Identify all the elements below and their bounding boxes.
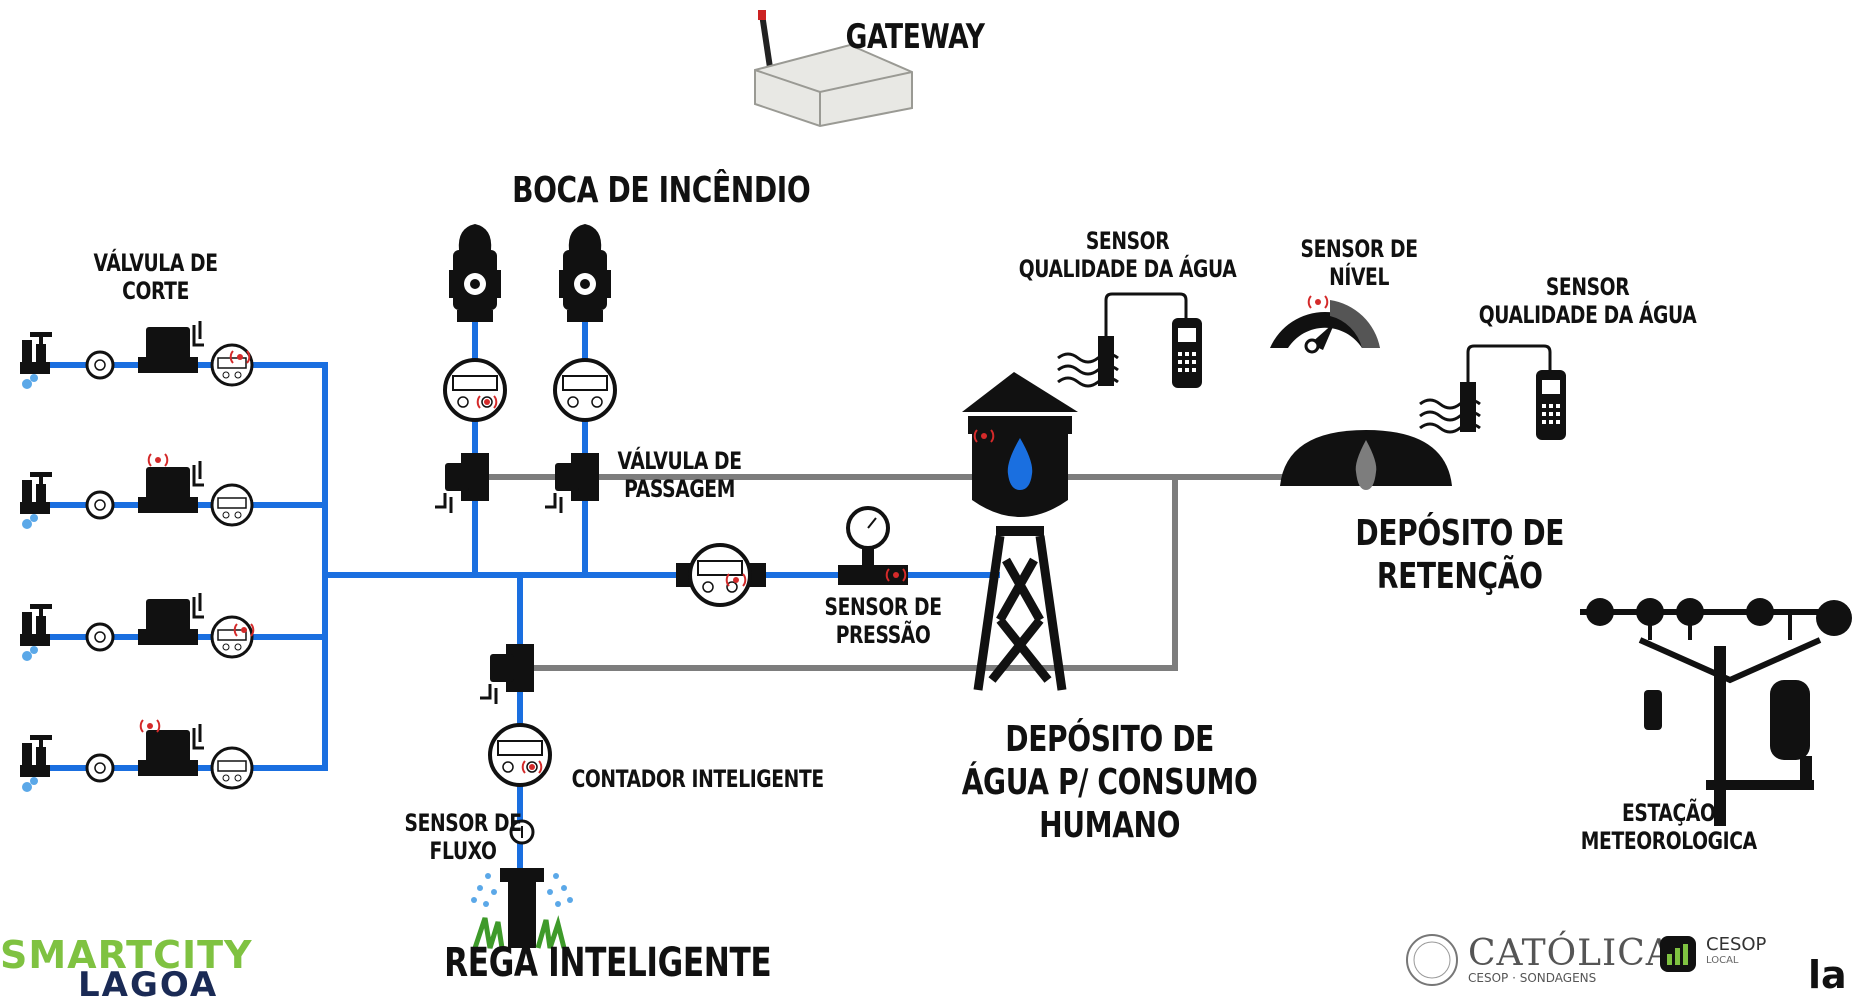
label-water-quality-2: SENSOR QUALIDADE DA ÁGUA (1478, 273, 1697, 329)
label-water-quality-1-line1: SENSOR (1085, 227, 1170, 255)
label-pressure-sensor-line2: PRESSÃO (835, 620, 931, 649)
faucet-row-3 (20, 591, 255, 661)
label-gateway: GATEWAY (845, 17, 985, 57)
lagoa-logo: LAGOA (78, 965, 219, 1005)
faucet-row-1 (20, 319, 254, 389)
water-quality-sensor-2 (1418, 344, 1566, 440)
label-flow-sensor: SENSOR DE FLUXO (404, 809, 522, 865)
label-retention-tank-line2: RETENÇÃO (1376, 556, 1543, 598)
label-water-quality-1: SENSOR QUALIDADE DA ÁGUA (1018, 227, 1237, 283)
line-meter (676, 543, 766, 607)
faucet-row-2 (20, 453, 254, 529)
label-cutoff-valve-line2: CORTE (122, 276, 189, 305)
sprinkler (471, 868, 573, 949)
catolica-logo: CATÓLICA (1468, 933, 1673, 974)
label-smart-irrigation: REGA INTELIGENTE (444, 940, 772, 986)
label-weather-station: ESTAÇÃO METEOROLOGICA (1580, 799, 1757, 855)
label-pass-valve-line1: VÁLVULA DE (617, 447, 742, 475)
label-weather-station-line1: ESTAÇÃO (1621, 799, 1716, 827)
gray-pipe-network (480, 474, 1290, 671)
pressure-sensor (838, 506, 908, 585)
partner-logo-la: la (1808, 953, 1847, 997)
label-human-tank-line1: DEPÓSITO DE (1005, 719, 1214, 760)
label-weather-station-line2: METEOROLOGICA (1580, 826, 1757, 855)
label-pass-valve-line2: PASSAGEM (624, 474, 735, 503)
label-level-sensor-line1: SENSOR DE (1300, 235, 1418, 263)
water-quality-sensor-1 (1056, 292, 1202, 388)
label-level-sensor-line2: NÍVEL (1329, 262, 1389, 291)
label-retention-tank-line1: DEPÓSITO DE (1355, 513, 1565, 554)
fire-hydrant-1 (433, 224, 507, 515)
label-human-tank-line2: ÁGUA P/ CONSUMO (961, 762, 1258, 804)
faucet-row-4 (20, 719, 254, 792)
irrigation-valve (478, 642, 536, 706)
label-water-quality-1-line2: QUALIDADE DA ÁGUA (1018, 254, 1237, 283)
smart-meter-device (488, 723, 552, 787)
human-consumption-tank (962, 372, 1078, 691)
label-pressure-sensor: SENSOR DE PRESSÃO (824, 593, 942, 649)
label-human-tank: DEPÓSITO DE ÁGUA P/ CONSUMO HUMANO (962, 718, 1258, 848)
label-flow-sensor-line1: SENSOR DE (404, 809, 522, 837)
label-level-sensor: SENSOR DE NÍVEL (1300, 235, 1418, 291)
label-retention-tank: DEPÓSITO DE RETENÇÃO (1355, 512, 1564, 598)
cesop-local-icon (1660, 936, 1696, 972)
cesop-logo: CESOP (1706, 934, 1767, 955)
cesop-subtitle: LOCAL (1706, 955, 1739, 966)
gateway-device (754, 10, 913, 128)
label-cutoff-valve-line1: VÁLVULA DE (93, 249, 218, 277)
catolica-seal-icon (1406, 934, 1458, 986)
label-water-quality-2-line2: QUALIDADE DA ÁGUA (1478, 300, 1697, 329)
retention-tank (1280, 430, 1452, 490)
label-fire-hydrant: BOCA DE INCÊNDIO (512, 170, 811, 211)
label-smart-meter: CONTADOR INTELIGENTE (571, 765, 825, 793)
label-flow-sensor-line2: FLUXO (429, 836, 497, 865)
flow-sensor-device (509, 819, 535, 845)
label-human-tank-line3: HUMANO (1039, 805, 1181, 847)
label-cutoff-valve: VÁLVULA DE CORTE (93, 249, 218, 305)
level-sensor-device (1270, 295, 1380, 354)
weather-station (1580, 598, 1852, 826)
fire-hydrant-2 (543, 224, 617, 515)
label-pass-valve: VÁLVULA DE PASSAGEM (617, 447, 742, 503)
catolica-subtitle: CESOP · SONDAGENS (1468, 971, 1597, 985)
label-pressure-sensor-line1: SENSOR DE (824, 593, 942, 621)
label-water-quality-2-line1: SENSOR (1545, 273, 1630, 301)
smartcity-logo: SMARTCITY (0, 933, 253, 977)
